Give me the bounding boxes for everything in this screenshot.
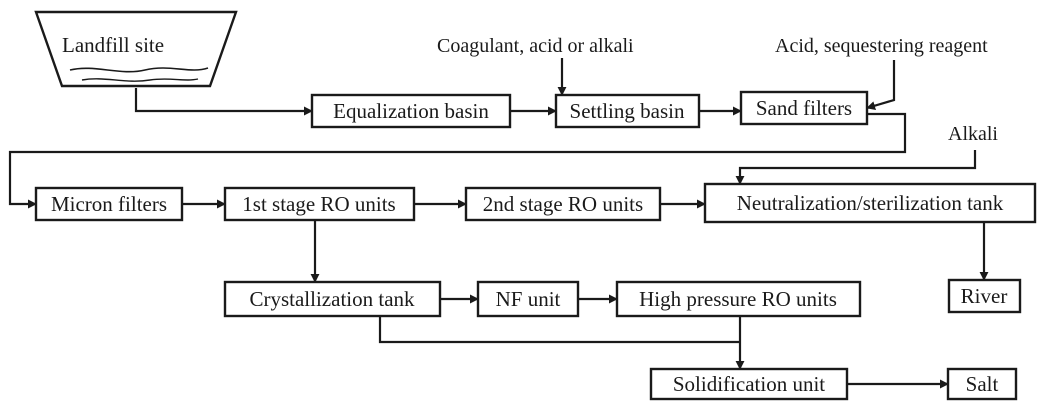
nf-unit-label: NF unit xyxy=(496,287,561,311)
crystallization-tank-label: Crystallization tank xyxy=(249,287,415,311)
equalization-basin-label: Equalization basin xyxy=(333,99,489,123)
landfill-site-label: Landfill site xyxy=(62,33,164,57)
river-box: River xyxy=(947,278,1022,314)
solidification-unit-box: Solidification unit xyxy=(649,367,849,401)
acid-input-label: Acid, sequestering reagent xyxy=(775,35,988,57)
landfill-water-line-lower xyxy=(81,78,199,82)
solidification-unit-label: Solidification unit xyxy=(673,372,825,396)
settling-basin-label: Settling basin xyxy=(570,99,685,123)
ro-stage-2-box: 2nd stage RO units xyxy=(464,186,662,222)
micron-filters-label: Micron filters xyxy=(51,192,167,216)
river-label: River xyxy=(961,284,1008,308)
high-pressure-ro-box: High pressure RO units xyxy=(615,280,862,318)
settling-basin-box: Settling basin xyxy=(554,93,701,129)
sand-filters-label: Sand filters xyxy=(756,96,852,120)
ro-stage-1-label: 1st stage RO units xyxy=(242,192,395,216)
arrow-sand-to-micron xyxy=(8,112,907,209)
ro-stage-1-box: 1st stage RO units xyxy=(223,186,416,222)
arrow-landfill-to-equalization xyxy=(134,88,313,116)
landfill-site: Landfill site xyxy=(34,10,238,88)
neutralization-tank-label: Neutralization/sterilization tank xyxy=(737,191,1004,215)
high-pressure-ro-label: High pressure RO units xyxy=(639,287,837,311)
ro-stage-2-label: 2nd stage RO units xyxy=(483,192,643,216)
landfill-water-line xyxy=(69,67,209,73)
salt-label: Salt xyxy=(966,372,999,396)
neutralization-tank-box: Neutralization/sterilization tank xyxy=(703,182,1037,224)
sand-filters-box: Sand filters xyxy=(739,90,869,126)
arrow-alkali-to-neutralization xyxy=(735,150,977,185)
alkali-input-label: Alkali xyxy=(948,123,998,145)
coagulant-input-label: Coagulant, acid or alkali xyxy=(437,35,634,57)
micron-filters-box: Micron filters xyxy=(34,186,184,222)
salt-box: Salt xyxy=(946,367,1018,401)
nf-unit-box: NF unit xyxy=(476,280,580,318)
arrow-acid-to-sand xyxy=(866,60,896,111)
equalization-basin-box: Equalization basin xyxy=(310,93,512,129)
crystallization-tank-box: Crystallization tank xyxy=(223,280,442,318)
line-crystallization-to-solidification xyxy=(378,316,740,344)
